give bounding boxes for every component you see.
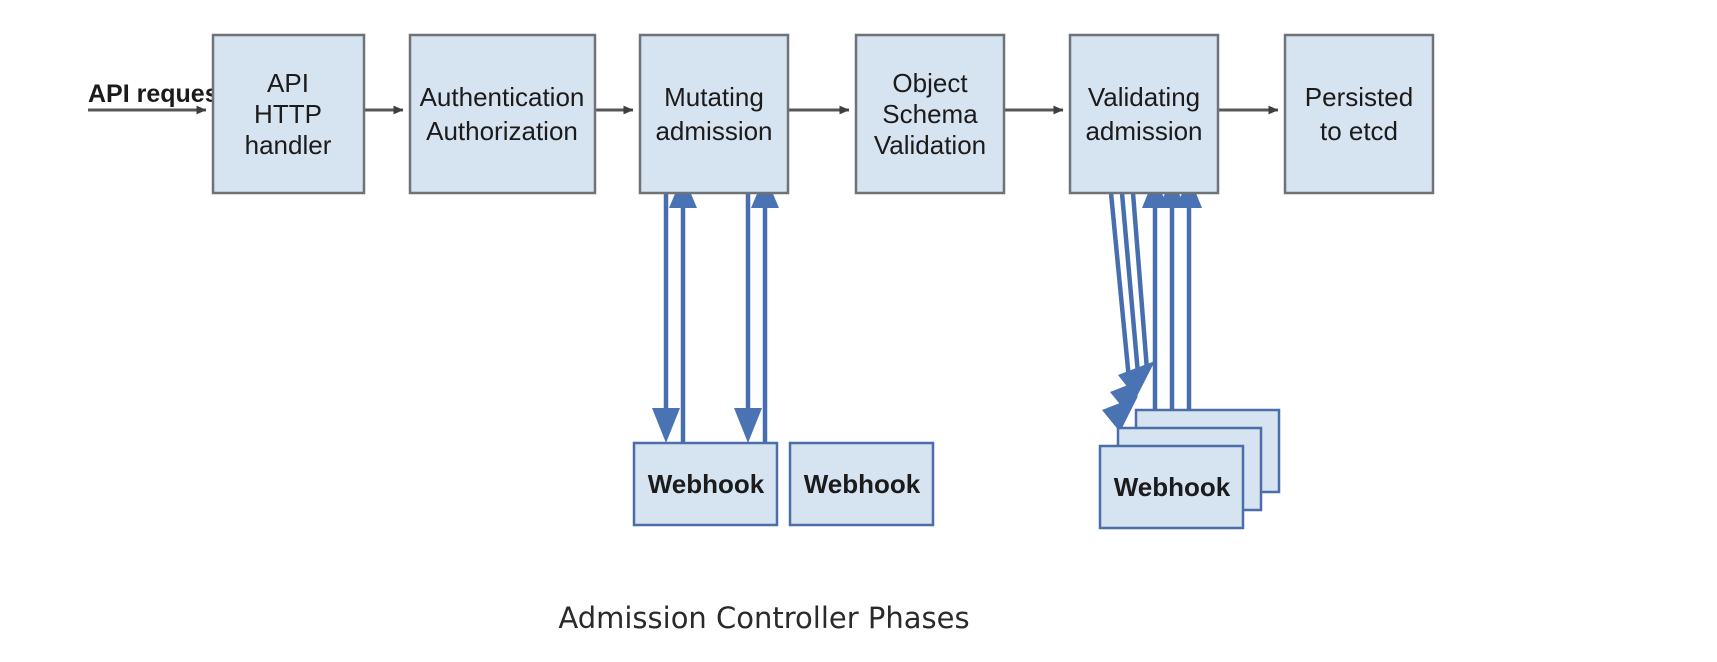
- link-validating-to-webhook2-down: [1119, 192, 1142, 386]
- phase-label-line: Object: [892, 68, 968, 98]
- arrowhead-validating-to-webhook1: [1102, 396, 1138, 432]
- diagram-caption: Admission Controller Phases: [558, 601, 969, 635]
- phase-label-line: Authorization: [426, 116, 578, 146]
- phase-label-line: Mutating: [664, 82, 764, 112]
- phase-label-line: Schema: [882, 99, 978, 129]
- phase-label-line: to etcd: [1320, 116, 1398, 146]
- webhook-label: Webhook: [648, 469, 765, 499]
- phase-box-authn-authz[interactable]: Authentication Authorization: [408, 33, 597, 195]
- mutating-webhook-links: [652, 175, 779, 443]
- webhook-label: Webhook: [1114, 472, 1231, 502]
- phase-box-rect-validating-admission: [1068, 33, 1220, 195]
- arrowhead-validating-to-webhook3: [1118, 361, 1155, 398]
- phase-label-line: Validation: [874, 130, 986, 160]
- arrowhead-mutating-to-webhook1: [652, 408, 680, 443]
- phase-label-line: Persisted: [1305, 82, 1413, 112]
- phase-boxes: API HTTP handler Authentication Authoriz…: [211, 33, 1435, 195]
- phase-box-rect-mutating-admission: [638, 33, 790, 195]
- phase-label-line: Validating: [1088, 82, 1200, 112]
- link-validating-to-webhook1-down: [1108, 192, 1134, 401]
- phase-label-line: HTTP: [254, 99, 322, 129]
- webhook-box-rect-mutating-1: [632, 441, 779, 527]
- webhook-box-rect-validating-front: [1098, 444, 1245, 530]
- webhook-box-rect-mutating-2: [788, 441, 935, 527]
- phase-box-object-schema-validation[interactable]: Object Schema Validation: [854, 33, 1006, 195]
- phase-box-persisted-to-etcd[interactable]: Persisted to etcd: [1283, 33, 1435, 195]
- phase-label-line: admission: [1085, 116, 1202, 146]
- phase-box-validating-admission[interactable]: Validating admission: [1068, 33, 1220, 195]
- phase-box-rect-persisted-to-etcd: [1283, 33, 1435, 195]
- entry-label-api-request: API request: [88, 80, 228, 108]
- validating-webhook-links: [1102, 176, 1202, 440]
- phase-box-rect-object-schema-validation: [854, 33, 1006, 195]
- phase-label-line: API: [267, 68, 309, 98]
- phase-box-rect-authn-authz: [408, 33, 597, 195]
- phase-box-mutating-admission[interactable]: Mutating admission: [638, 33, 790, 195]
- arrowhead-mutating-to-webhook2: [734, 408, 762, 443]
- link-validating-to-webhook3-down: [1130, 192, 1150, 371]
- webhook-box-mutating-1[interactable]: Webhook: [632, 441, 779, 527]
- phase-box-api-http-handler[interactable]: API HTTP handler: [211, 33, 366, 195]
- webhook-box-mutating-2[interactable]: Webhook: [788, 441, 935, 527]
- phase-label-line: handler: [245, 130, 332, 160]
- webhook-boxes: Webhook Webhook Webhook: [632, 408, 1281, 530]
- webhook-label: Webhook: [804, 469, 921, 499]
- phase-label-line: admission: [655, 116, 772, 146]
- phase-box-rect-api-http-handler: [211, 33, 366, 195]
- webhook-box-validating-stack[interactable]: Webhook: [1098, 408, 1281, 530]
- arrowhead-validating-to-webhook2: [1110, 378, 1146, 414]
- phase-label-line: Authentication: [420, 82, 585, 112]
